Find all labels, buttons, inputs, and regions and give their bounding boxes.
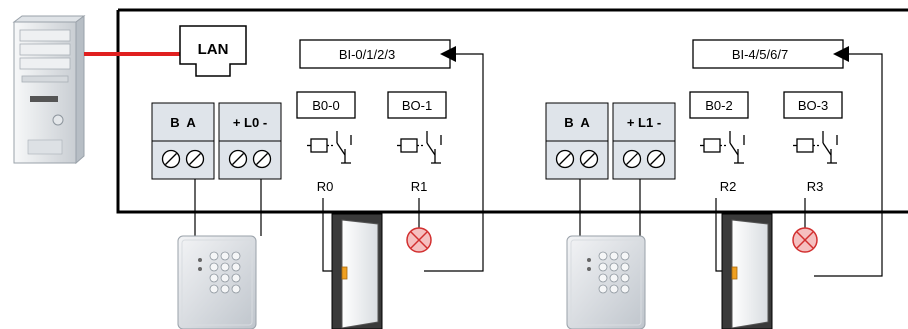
relay-icon: [793, 131, 838, 164]
relay-output-right-0: B0-2: [689, 91, 749, 119]
bus-terminal-label-right: B A: [564, 115, 590, 130]
screw-terminal-icon: [622, 149, 642, 169]
door-icon: [721, 213, 773, 329]
screw-terminal-icon: [228, 149, 248, 169]
relay-output-right-1: BO-3: [783, 91, 843, 119]
keypad-reader-icon: [177, 235, 257, 329]
screw-terminal-icon: [185, 149, 205, 169]
bus-terminal-label-left: B A: [170, 115, 196, 130]
input-arrow-icon: [440, 46, 456, 62]
lamp-icon: [406, 227, 432, 253]
screw-terminal-icon: [646, 149, 666, 169]
relay-output-label: B0-2: [705, 98, 732, 113]
relay-label: R1: [411, 179, 428, 194]
bus-terminal-right: B A: [545, 102, 609, 180]
relay-output-left-0: B0-0: [296, 91, 356, 119]
door-latch: [731, 266, 738, 280]
screw-terminal-icon: [555, 149, 575, 169]
input-arrow-icon: [833, 46, 849, 62]
binary-inputs-box-right: BI-4/5/6/7: [692, 39, 849, 69]
relay-label: R3: [807, 179, 824, 194]
power-terminal-right: + L1 -: [612, 102, 676, 180]
binary-inputs-box-left: BI-0/1/2/3: [299, 39, 456, 69]
relay-label: R2: [720, 179, 737, 194]
lan-port: LAN: [179, 25, 247, 77]
relay-icon: [397, 131, 442, 164]
relay-icon: [700, 131, 745, 164]
screw-terminal-icon: [252, 149, 272, 169]
binary-inputs-label-right: BI-4/5/6/7: [732, 47, 788, 62]
relay-icon: [307, 131, 352, 164]
screw-terminal-icon: [161, 149, 181, 169]
door-latch: [341, 266, 348, 280]
relay-output-label: BO-3: [798, 98, 828, 113]
power-terminal-label-right: + L1 -: [627, 115, 661, 130]
power-terminal-left: + L0 -: [218, 102, 282, 180]
relay-output-label: BO-1: [402, 98, 432, 113]
lamp-icon: [792, 227, 818, 253]
wiring: [194, 53, 883, 277]
controller-enclosure: [116, 8, 908, 214]
screw-terminal-icon: [579, 149, 599, 169]
door-icon: [331, 213, 383, 329]
relay-output-label: B0-0: [312, 98, 339, 113]
relay-label: R0: [317, 179, 334, 194]
relay-output-left-1: BO-1: [387, 91, 447, 119]
computer-icon: [12, 15, 86, 165]
power-terminal-label-left: + L0 -: [233, 115, 267, 130]
lan-label: LAN: [198, 41, 229, 58]
binary-inputs-label-left: BI-0/1/2/3: [339, 47, 395, 62]
bus-terminal-left: B A: [151, 102, 215, 180]
keypad-reader-icon: [566, 235, 646, 329]
